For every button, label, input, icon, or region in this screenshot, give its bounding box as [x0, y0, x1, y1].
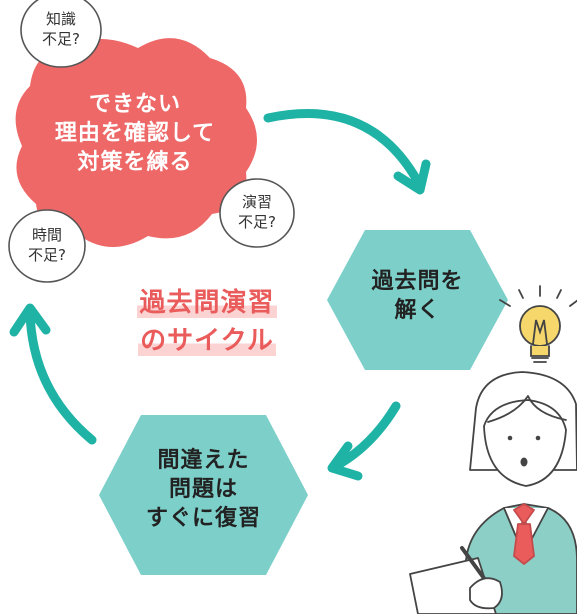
arrow-bottom-hex-to-red [25, 307, 97, 445]
hex-top-line: 解く [394, 298, 441, 324]
red-node-line: できない [88, 92, 181, 117]
bubble-line: 演習 [241, 193, 272, 211]
arrow-red-to-top-hex [263, 109, 423, 187]
hex-bottom-label: 間違えた 問題は すぐに復習 [99, 446, 308, 533]
red-node-line: 理由を確認して [54, 121, 216, 147]
hex-bottom-line: 間違えた [157, 448, 250, 473]
student-illustration [409, 371, 577, 614]
bubble-line: 不足? [28, 245, 66, 264]
cycle-title-line: のサイクル [138, 325, 276, 356]
cycle-title-line: 過去問演習 [137, 288, 277, 318]
speech-bubble-knowledge [20, 0, 102, 68]
arrow-icon [9, 109, 431, 481]
cycle-title: 過去問演習 のサイクル [112, 285, 302, 360]
hexagon-bottom [99, 415, 308, 575]
bubble-knowledge-label: 知識 不足? [21, 10, 101, 49]
light-bulb-icon [499, 285, 577, 363]
hex-bottom-line: 問題は [168, 477, 238, 503]
red-node-line: 対策を練る [77, 150, 193, 176]
arrow-bottom-hex-to-red-head [9, 303, 51, 337]
bubble-line: 不足? [238, 212, 276, 231]
red-node-label: できない 理由を確認して 対策を練る [20, 90, 250, 177]
arrow-red-to-top-hex-head [393, 159, 431, 195]
hex-top-line: 過去問を [371, 269, 464, 294]
red-blob-shape [15, 38, 257, 247]
speech-bubble-time [8, 209, 86, 283]
bubble-line: 不足? [42, 29, 80, 48]
hexagon-top [327, 230, 508, 370]
bubble-time-label: 時間 不足? [9, 226, 85, 265]
hex-top-label: 過去問を 解く [327, 267, 508, 325]
bubble-line: 知識 [45, 10, 76, 28]
speech-bubble-practice [219, 178, 295, 248]
arrow-top-hex-to-bottom-hex [331, 401, 401, 471]
arrow-top-hex-to-bottom-hex-head [327, 441, 363, 481]
hex-bottom-line: すぐに復習 [145, 506, 261, 532]
bubble-line: 時間 [31, 226, 62, 244]
bubble-practice-label: 演習 不足? [220, 193, 294, 232]
